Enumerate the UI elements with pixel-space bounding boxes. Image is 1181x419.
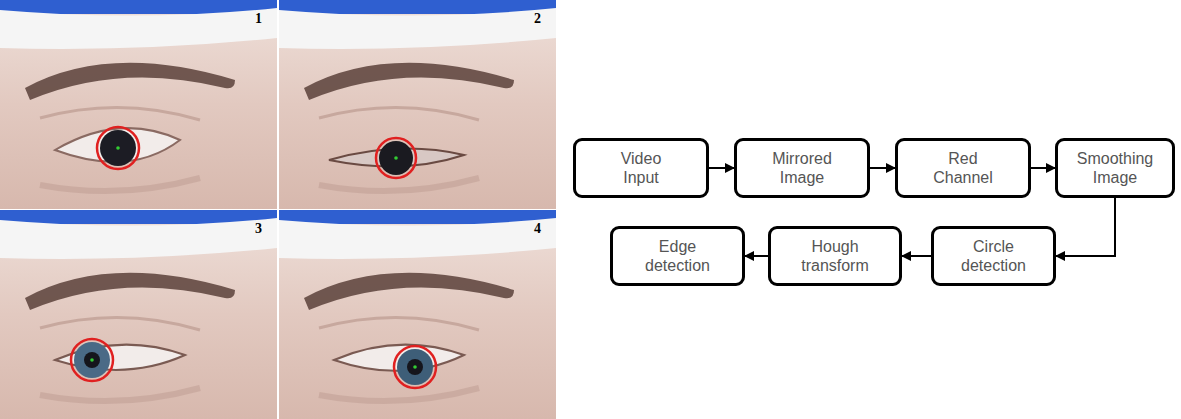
box-label: Circle detection	[954, 237, 1034, 275]
box-label: Hough transform	[795, 237, 875, 275]
eye-photos	[0, 0, 556, 419]
flow-arrow	[745, 255, 768, 257]
box-label: Mirrored Image	[762, 149, 842, 187]
process-box: Hough transform	[768, 226, 902, 286]
flow-arrow	[870, 167, 895, 169]
process-box: Smoothing Image	[1055, 138, 1175, 198]
flow-arrow	[709, 167, 734, 169]
flow-arrow	[902, 255, 931, 257]
callout-number: 4	[534, 222, 541, 236]
flow-arrow	[1031, 167, 1055, 169]
process-box: Edge detection	[610, 226, 745, 286]
process-box: Video Input	[573, 138, 709, 198]
flow-arrow	[1056, 198, 1115, 256]
box-label: Smoothing Image	[1075, 149, 1155, 187]
box-label: Red Channel	[923, 149, 1003, 187]
callout-number: 1	[255, 12, 262, 26]
process-box: Circle detection	[931, 226, 1056, 286]
process-box: Red Channel	[895, 138, 1031, 198]
box-label: Edge detection	[638, 237, 718, 275]
callout-number: 3	[255, 222, 262, 236]
process-box: Mirrored Image	[734, 138, 870, 198]
callout-number: 2	[534, 12, 541, 26]
box-label: Video Input	[601, 149, 681, 187]
